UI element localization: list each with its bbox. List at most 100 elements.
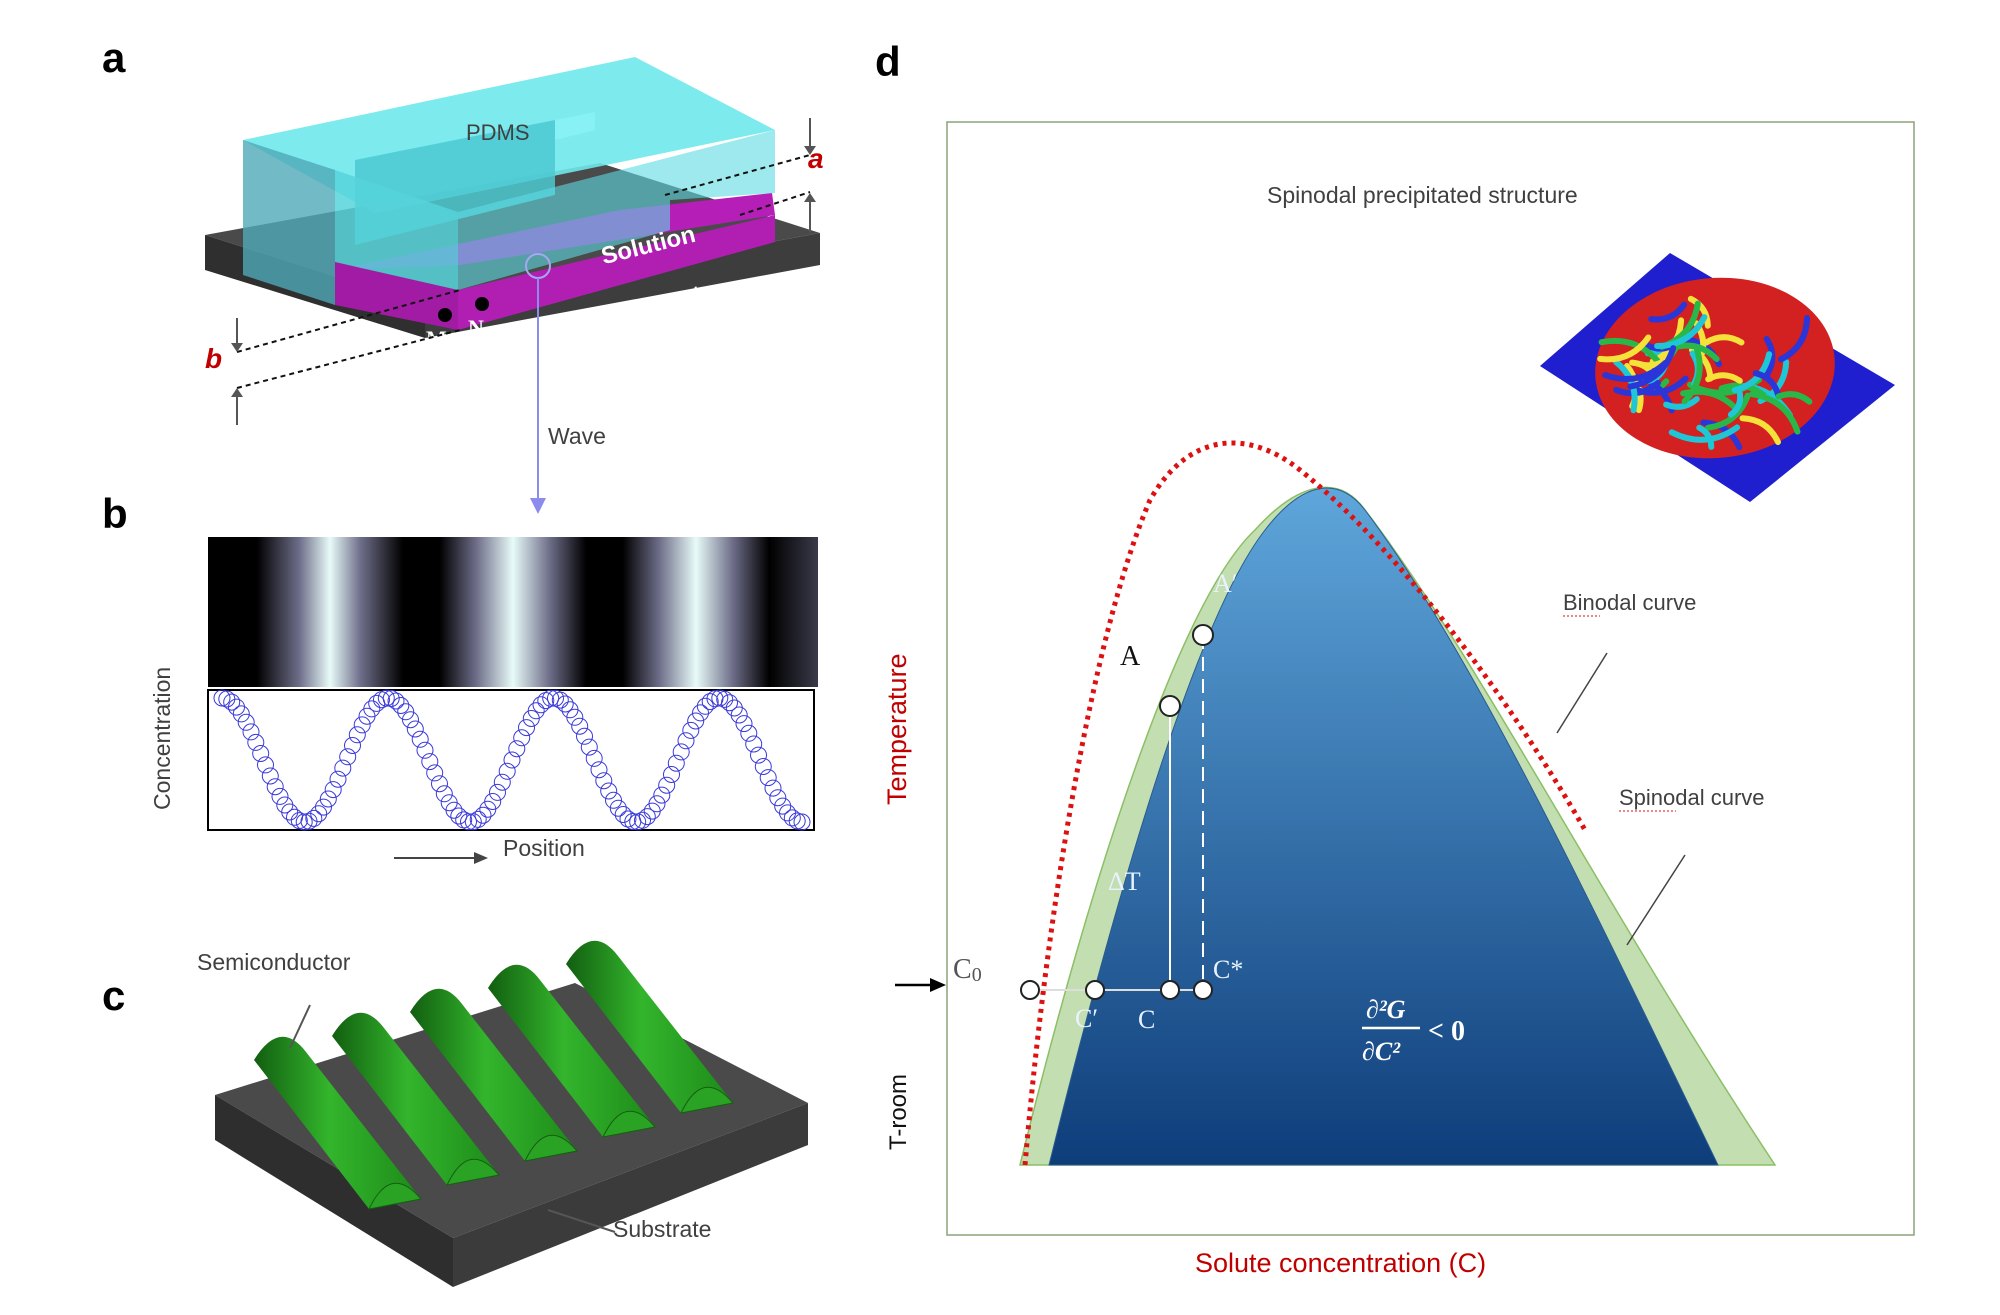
wave-marker [344,737,361,754]
wave-marker [793,813,811,831]
dim-b-label: b [205,343,222,374]
c-label: C [1138,1005,1155,1034]
dim-a-line-upper [664,154,811,196]
inset-worm [1739,415,1781,445]
wave-marker [638,808,656,826]
dim-b-arrowhead-bottom [231,388,243,397]
wave-marker [551,691,569,709]
panel-letter-a: a [102,34,126,81]
wave-marker [402,711,419,729]
semiconductor-stripes [254,940,734,1210]
inset-worm [1633,375,1689,396]
semiconductor-stripe-end [680,1086,734,1114]
c0-label-main: C [953,954,972,985]
inset-worm [1778,315,1810,363]
wave-marker [754,758,772,775]
semiconductor-stripe [566,940,733,1113]
wave-marker [672,743,690,761]
wave-marker [281,803,299,821]
semiconductor-stripe [332,1012,499,1185]
wave-marker [266,778,284,796]
inset-worm [1731,351,1773,394]
semiconductor-stripe [488,964,655,1137]
wave-marker [324,781,342,799]
delta-t-label: ΔT [1108,867,1141,896]
point-a-prime [1192,624,1214,646]
inset-worm [1597,334,1652,363]
wave-marker [725,699,743,717]
c0-point [1020,980,1040,1000]
wave-marker [348,726,366,744]
point-a [1159,695,1181,717]
concentration-ylabel: Concentration [149,667,175,810]
inset-worm [1775,391,1813,405]
inset-worm-pattern [1597,295,1813,451]
wave-marker [228,698,245,716]
inset-worm [1705,392,1751,431]
wave-marker [750,746,767,764]
wave-marker [667,754,685,772]
wave-marker [406,720,424,738]
wave-marker [363,700,381,718]
wave-marker [634,811,651,829]
c0-indicator-arrowhead [930,978,946,992]
wave-marker [580,738,598,756]
wave-marker [271,787,289,805]
wave-marker [484,793,502,810]
wave-marker [445,801,463,819]
substrate-side [425,233,820,338]
equation-denominator: ∂C² [1362,1037,1401,1066]
wave-marker [290,812,308,830]
wave-marker [435,785,453,803]
c-prime-label: C′ [1075,1004,1098,1033]
wave-marker [305,809,323,827]
spinodal-leader [1626,854,1686,946]
wave-marker [242,723,260,741]
wave-marker [721,694,738,712]
pdms-front [335,170,458,290]
dim-b-line-lower [236,329,461,389]
inset-worm [1668,424,1741,443]
wave-marker [382,690,400,707]
wave-marker [339,748,357,766]
wave-marker [503,751,521,769]
wave-marker [783,809,801,827]
inset-worm [1696,424,1715,450]
inset-worm [1648,301,1688,323]
wave-marker [368,694,386,712]
wave-marker [469,810,487,828]
inset-worm [1663,396,1700,410]
wave-marker [397,703,415,721]
equation-numerator: ∂²G [1366,995,1406,1024]
point-n-label: N [468,315,484,340]
wave-marker [498,762,516,780]
dim-b-arrowhead-top [231,343,243,352]
wave-marker [648,795,666,813]
wave-marker [489,783,506,801]
solution-front [335,262,458,330]
wave-marker [513,729,531,747]
semiconductor-stripe [410,988,577,1161]
wave-marker [774,797,792,815]
concentration-plot-frame [207,689,815,831]
wave-marker [566,708,584,726]
wave-marker [687,712,705,730]
wave-marker [421,753,439,771]
wave-marker [682,721,700,739]
inset-worm [1703,334,1745,346]
wave-marker [745,735,763,753]
wave-marker [595,772,613,790]
concentration-band-image [208,537,818,687]
wave-marker [450,807,468,825]
wave-marker [643,802,661,820]
wave-marker [663,766,680,783]
substrate-c-label: Substrate [613,1216,711,1242]
wave-marker [286,808,303,826]
pdms-side [458,130,775,290]
wave-marker [493,773,511,791]
point-n-dot [475,297,489,311]
wave-marker [387,692,405,710]
wave-marker [223,693,241,711]
wave-marker [716,690,734,708]
